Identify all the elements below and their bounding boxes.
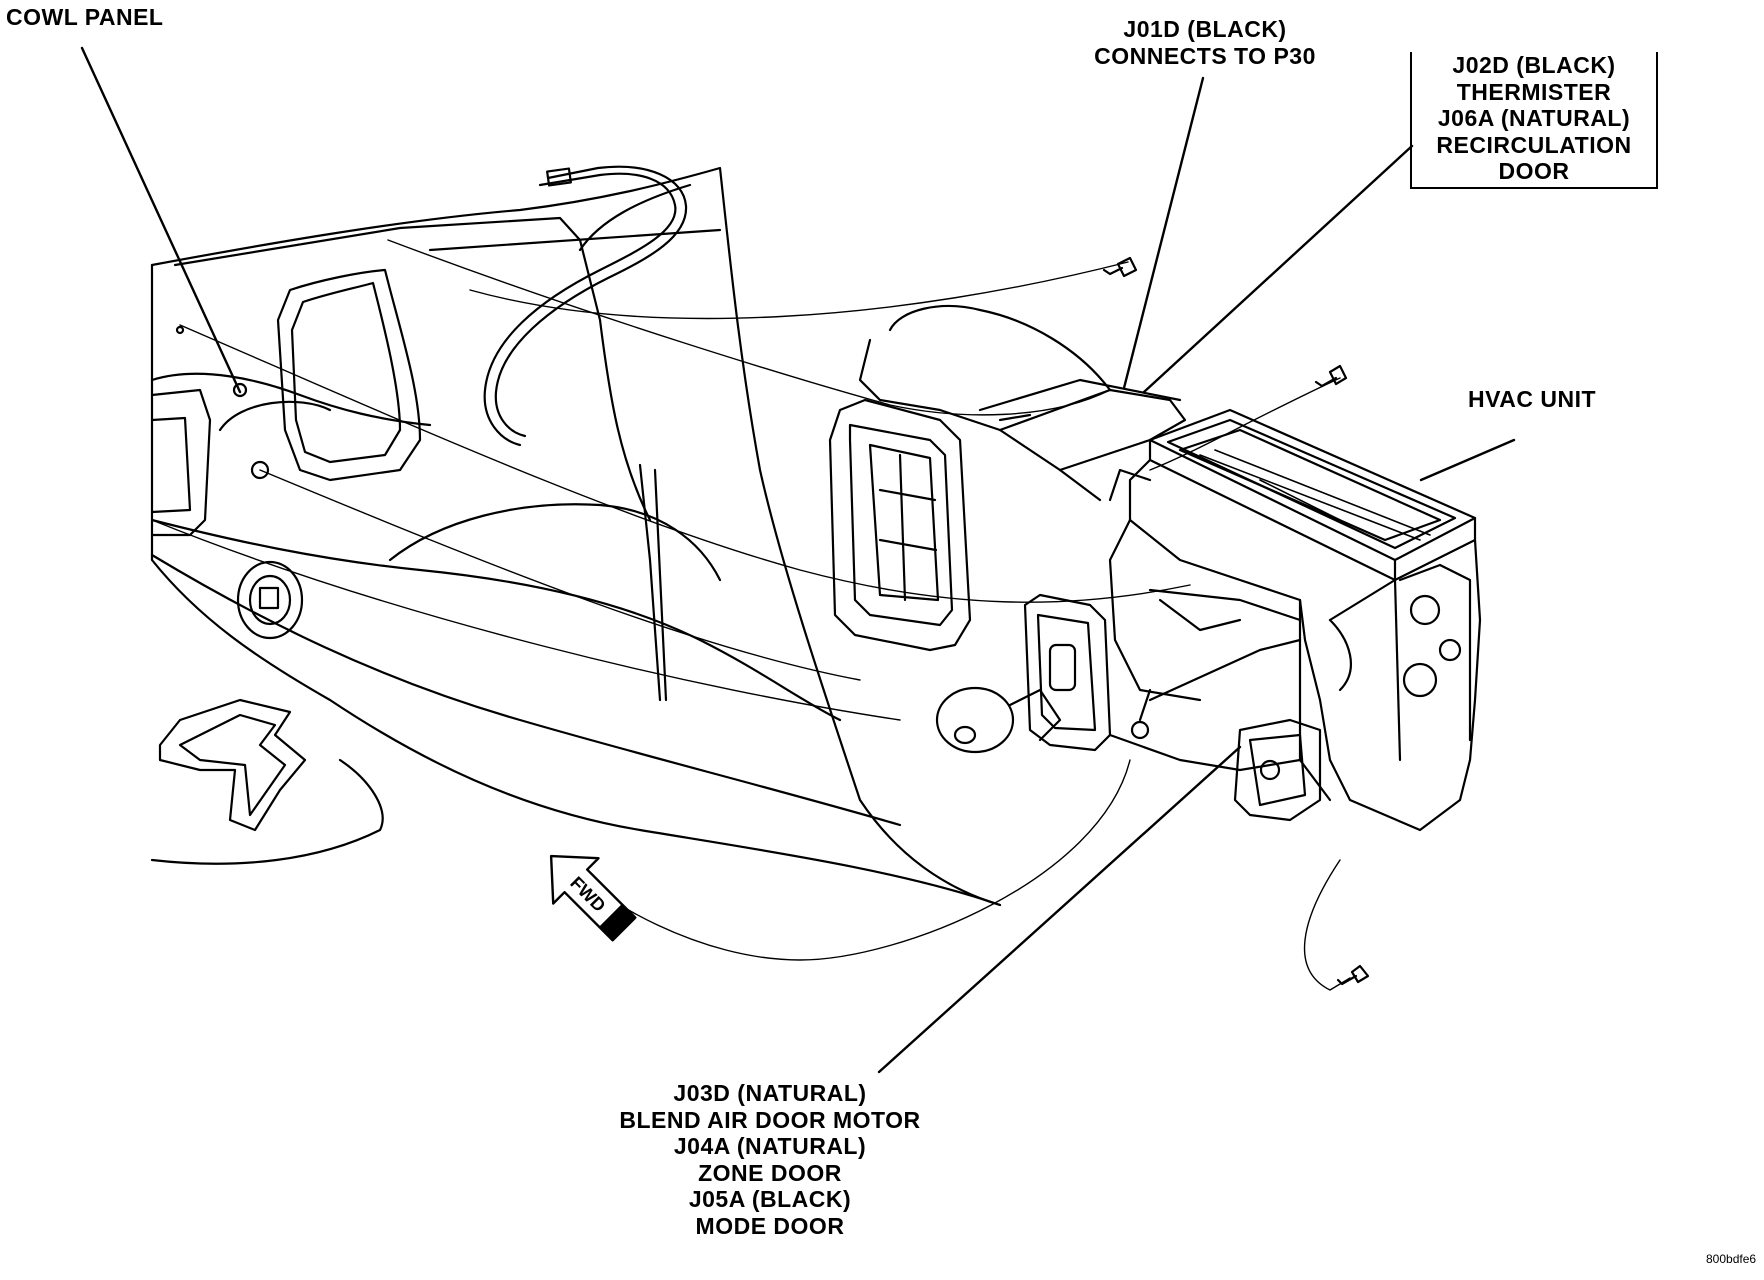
label-j01d-line-1: J01D (BLACK) — [1123, 16, 1287, 42]
screw-fasteners — [1102, 256, 1370, 986]
label-bottom-line-1: J03D (NATURAL) — [673, 1080, 867, 1106]
label-j02d-line-5: DOOR — [1498, 158, 1570, 184]
fwd-arrow: FWD — [549, 854, 637, 942]
leader-hvac-unit — [1419, 438, 1516, 482]
label-bottom-line-6: MODE DOOR — [695, 1212, 845, 1239]
label-bottom-line-3: J04A (NATURAL) — [673, 1133, 867, 1159]
label-bottom-line-5: J05A (BLACK) — [688, 1186, 852, 1212]
label-j02d-line-1: J02D (BLACK) — [1452, 52, 1616, 78]
label-cowl-panel: COWL PANEL — [6, 4, 164, 30]
label-bottom-line-4: ZONE DOOR — [698, 1159, 842, 1186]
label-j02d-line-3: J06A (NATURAL) — [1437, 105, 1631, 131]
label-j02d-line-2: THERMISTER — [1456, 78, 1612, 105]
leader-bottom — [877, 745, 1242, 1074]
leader-j02d — [1142, 144, 1414, 394]
label-j01d-line-2: CONNECTS TO P30 — [1094, 42, 1316, 69]
label-bottom-connectors: J03D (NATURAL) BLEND AIR DOOR MOTOR J04A… — [600, 1080, 940, 1239]
cowl-panel-drawing — [150, 166, 1002, 907]
label-j01d: J01D (BLACK) CONNECTS TO P30 — [1080, 16, 1330, 69]
label-bottom-line-2: BLEND AIR DOOR MOTOR — [619, 1106, 921, 1133]
figure-id: 800bdfe6 — [1706, 1252, 1757, 1266]
leader-lines — [80, 46, 1516, 1074]
filter-lid-detail — [1199, 449, 1431, 541]
wiring-harness — [483, 165, 688, 447]
label-hvac-unit: HVAC UNIT — [1468, 386, 1597, 412]
leader-j01d — [1122, 76, 1205, 390]
label-j02d: J02D (BLACK) THERMISTER J06A (NATURAL) R… — [1410, 52, 1658, 189]
hvac-unit-drawing — [828, 304, 1482, 832]
leader-cowl-panel — [80, 46, 242, 394]
label-j02d-line-4: RECIRCULATION — [1436, 131, 1632, 158]
